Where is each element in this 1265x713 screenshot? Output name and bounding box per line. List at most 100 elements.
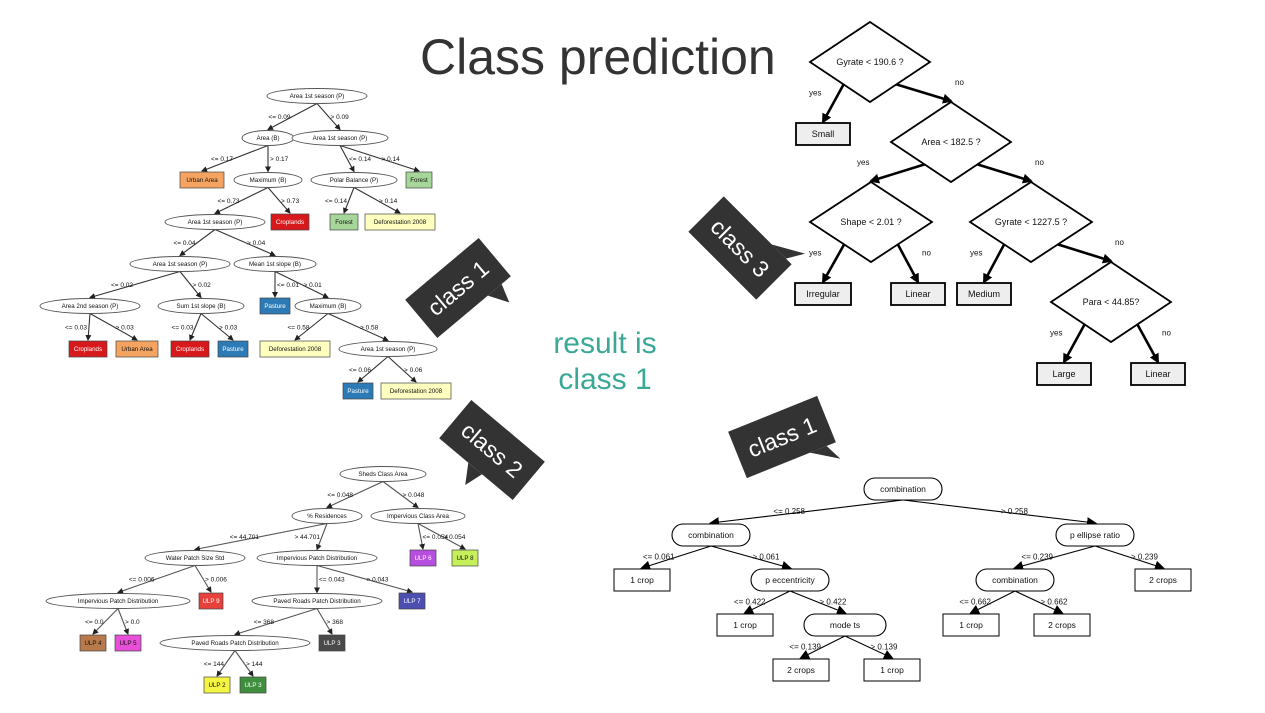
tree4-node-box: 2 crops [1033, 613, 1091, 637]
tree1-node-leaf: Deforestation 2008 [259, 340, 331, 358]
tree2-edge-label: > 44.701 [295, 534, 321, 541]
tree4-edge-label: > 0.258 [1001, 507, 1028, 516]
tree2-edge [417, 523, 425, 550]
tree4-node-round: combination [863, 477, 943, 501]
tree4-edge [902, 499, 1097, 528]
tree1-edge [267, 187, 291, 214]
tree1-node-label: Area 2nd season (P) [62, 303, 119, 310]
tree4-edge-label: <= 0.239 [1021, 553, 1053, 562]
tree1-edge [179, 229, 216, 257]
tree4-node-label: 1 crop [630, 575, 654, 585]
tree2-node-split: Impervious Patch Distribution [45, 593, 191, 609]
tree1-node-split: Area 1st season (P) [291, 130, 389, 146]
tree1-edge [200, 313, 234, 341]
callout-tail [809, 445, 841, 459]
tree4-split-pill [975, 568, 1055, 592]
tree3-leaf-box [795, 122, 851, 146]
tree3-edge [896, 243, 920, 284]
tree2-edge-label: > 368 [327, 619, 344, 626]
tree2-edge [417, 523, 466, 550]
tree2-leaf-box [114, 634, 142, 652]
tree4-node-round: combination [975, 568, 1055, 592]
tree1-node-label: Urban Area [121, 346, 153, 353]
tree1-node-leaf: Croplands [270, 213, 310, 231]
tree2-split-ellipse [370, 508, 466, 524]
tree1-node-split: Sum 1st slope (B) [157, 298, 245, 314]
tree2-edge [216, 650, 236, 677]
tree4-edge-label: <= 0.422 [734, 598, 766, 607]
tree3-node-box: Small [795, 122, 851, 146]
tree3-decision-diamond [968, 180, 1094, 264]
tree1-edge-label: <= 0.03 [171, 324, 193, 331]
tree1-edge-label: <= 0.73 [217, 198, 239, 205]
tree1-edge-label: > 0.17 [270, 156, 289, 163]
callout-box [405, 237, 511, 339]
tree1-split-ellipse [164, 214, 266, 230]
tree1-node-split: Polar Balance (P) [310, 172, 398, 188]
tree4-split-pill [671, 523, 751, 547]
tree3-node-label: Irregular [806, 289, 840, 299]
tree4-leaf-box [1033, 613, 1091, 637]
tree2-edge-label: <= 368 [254, 619, 275, 626]
tree3-node-diamond: Area < 182.5 ? [889, 100, 1013, 184]
callout-tail [465, 462, 483, 485]
tree1-node-label: Croplands [276, 219, 304, 226]
tree1-split-ellipse [157, 298, 245, 314]
tree4-edge [743, 590, 791, 614]
tree4-node-box: 1 crop [716, 613, 774, 637]
tree4-edge-label: > 0.139 [871, 643, 898, 652]
tree1-node-label: Pasture [347, 388, 369, 395]
tree1-edge [387, 356, 417, 383]
tree1-edge-label: <= 0.06 [349, 367, 371, 374]
tree3-node-box: Linear [1130, 362, 1186, 386]
tree3-node-box: Linear [890, 282, 946, 306]
tree1-leaf-box [259, 297, 291, 315]
tree2-split-ellipse [339, 466, 427, 482]
tree4-edge-label: <= 0.258 [773, 507, 805, 516]
tree1-node-label: Urban Area [186, 177, 218, 184]
tree3-node-box: Large [1036, 362, 1092, 386]
tree1-edge [201, 144, 269, 172]
tree3-decision-diamond [889, 100, 1013, 184]
tree1-node-leaf: Deforestation 2008 [380, 382, 452, 400]
tree4-edge [1013, 545, 1096, 571]
tree2-edge-label: <= 0.006 [129, 577, 155, 584]
tree1-node-label: Croplands [176, 346, 204, 353]
tree2-edge [117, 608, 129, 635]
tree2-node-leaf: ULP 9 [198, 592, 224, 610]
tree2-node-label: Water Patch Size Std [166, 555, 225, 562]
tree3-decision-diamond [1049, 260, 1173, 344]
tree1-node-leaf: Croplands [68, 340, 108, 358]
tree1-node-label: Forest [410, 177, 428, 184]
tree2-leaf-box [79, 634, 107, 652]
tree1-split-ellipse [129, 256, 231, 272]
tree1-node-split: Area 1st season (P) [338, 341, 438, 357]
tree1-node-leaf: Deforestation 2008 [364, 213, 436, 231]
tree3-edge-label: yes [809, 249, 821, 258]
tree4-node-label: 2 crops [1048, 620, 1076, 630]
tree1-edge [327, 312, 389, 342]
tree4-node-round: mode ts [803, 613, 887, 637]
tree1-node-label: Area 1st season (P) [188, 219, 243, 226]
tree2-edge-label: > 0.043 [367, 576, 389, 583]
tree1-leaf-box [115, 340, 159, 358]
tree2-edge [194, 522, 328, 552]
tree1-node-label: Deforestation 2008 [269, 346, 322, 353]
tree1-edge [294, 313, 329, 341]
tree4-edge-label: <= 0.139 [789, 643, 821, 652]
tree1-node-label: Pasture [222, 346, 244, 353]
tree1-node-leaf: Pasture [217, 340, 249, 358]
tree1-split-ellipse [338, 341, 438, 357]
tree3-edge [869, 163, 925, 184]
tree2-leaf-box [318, 634, 346, 652]
tree3-leaf-box [890, 282, 946, 306]
tree1-node-leaf: Pasture [259, 297, 291, 315]
tree2-node-label: ULP 3 [323, 640, 341, 647]
callout-c1a: class 1 [405, 237, 511, 339]
tree4-split-pill [863, 477, 943, 501]
tree1-edge-label: <= 0.58 [287, 324, 309, 331]
tree2-node-split: % Residences [291, 508, 363, 524]
tree1-node-split: Area (B) [241, 130, 295, 146]
tree2-node-leaf: ULP 3 [239, 676, 267, 694]
callout-c1b: class 1 [728, 395, 841, 479]
